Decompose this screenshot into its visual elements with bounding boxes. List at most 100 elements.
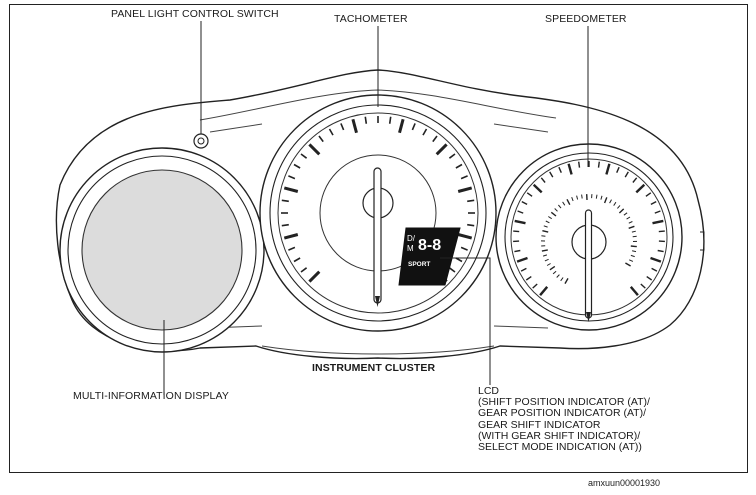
gauge-tick — [548, 216, 552, 220]
label-lcd-line: GEAR POSITION INDICATOR (AT)/ — [478, 407, 647, 420]
gauge-tick — [532, 183, 543, 194]
multi-information-display-screen — [81, 169, 243, 331]
gauge-tick — [448, 153, 456, 159]
gauge-tick — [552, 270, 557, 275]
label-lcd-line: GEAR SHIFT INDICATOR — [478, 418, 601, 431]
gauge-tick — [422, 128, 428, 136]
gauge-tick — [564, 278, 569, 284]
gauge-tick — [549, 265, 556, 271]
gauge-tick — [603, 197, 608, 204]
gauge-tick — [455, 257, 463, 263]
gauge-tick — [628, 221, 633, 224]
speedometer-needle-tip — [586, 312, 591, 322]
gauge-tick — [632, 177, 638, 183]
gauge-tick — [455, 163, 463, 169]
gauge-tick — [288, 175, 296, 180]
gauge-tick — [628, 225, 635, 229]
gauge-tick — [560, 277, 564, 282]
gauge-tick — [539, 286, 549, 296]
gauge-tick — [460, 175, 468, 180]
gauge-tick — [613, 201, 617, 206]
gauge-tick — [525, 276, 532, 281]
gauge-tick — [521, 200, 528, 206]
gauge-tick — [288, 246, 296, 251]
gauge-tick — [609, 199, 612, 204]
gauge-tick — [629, 286, 639, 296]
gauge-tick — [546, 263, 551, 266]
gauge-tick — [532, 283, 538, 289]
figure-border — [9, 4, 748, 473]
gauge-tick — [624, 171, 629, 178]
gauge-tick — [640, 283, 646, 289]
gauge-tick — [520, 267, 527, 272]
gauge-tick — [652, 219, 664, 225]
gauge-tick — [542, 254, 548, 257]
lcd-digits: 8-8 — [418, 237, 441, 254]
gauge-tick — [618, 208, 625, 214]
tachometer-needle — [373, 167, 382, 304]
lcd-mode-top: D/ — [407, 234, 416, 243]
gauge-tick — [567, 163, 573, 175]
shroud-trim-right — [493, 123, 549, 133]
gauge-tick — [457, 186, 473, 193]
gauge-tick — [544, 258, 549, 262]
lcd-mode-bottom: M — [407, 244, 414, 253]
lcd-sport-text: SPORT — [408, 261, 430, 268]
label-lcd-line: (SHIFT POSITION INDICATOR (AT)/ — [478, 396, 650, 409]
gauge-tick — [293, 163, 301, 169]
gauge-tick — [543, 225, 548, 228]
lcd-panel — [398, 227, 461, 286]
gauge-tick — [351, 118, 358, 134]
gauge-tick — [556, 274, 560, 278]
gauge-tick — [631, 250, 637, 253]
gauge-tick — [467, 199, 475, 203]
gauge-tick — [308, 270, 321, 283]
gauge-tick — [549, 171, 554, 178]
gauge-tick — [460, 246, 468, 251]
gauge-tick — [562, 201, 566, 206]
gauge-tick — [625, 262, 631, 267]
label-lcd-line: LCD — [478, 385, 500, 397]
gauge-tick — [432, 135, 438, 143]
gauge-tick — [595, 194, 598, 199]
gauge-tick — [600, 195, 603, 200]
gauge-tick — [597, 161, 600, 168]
gauge-tick — [448, 267, 456, 273]
gauge-tick — [650, 256, 662, 263]
gauge-tick — [308, 143, 321, 156]
label-speedometer: SPEEDOMETER — [545, 13, 627, 25]
gauge-tick — [364, 116, 368, 124]
gauge-tick — [545, 220, 550, 224]
gauge-tick — [650, 200, 657, 206]
gauge-tick — [558, 166, 562, 173]
gauge-tick — [517, 210, 524, 214]
gauge-tick — [514, 249, 521, 253]
image-code: amxuun00001930 — [587, 478, 660, 488]
gauge-tick — [411, 123, 416, 131]
gauge-tick — [281, 223, 289, 227]
gauge-tick — [605, 163, 611, 175]
label-instrument-cluster: INSTRUMENT CLUSTER — [312, 362, 436, 374]
speedometer-ticks — [513, 161, 665, 296]
gauge-tick — [293, 257, 301, 263]
gauge-tick — [635, 183, 646, 194]
gauge-tick — [283, 233, 299, 240]
gauge-tick — [554, 208, 558, 212]
gauge-tick — [623, 212, 628, 216]
gauge-tick — [629, 259, 634, 262]
gauge-tick — [542, 230, 549, 233]
label-lcd-block: LCD (SHIFT POSITION INDICATOR (AT)/ GEAR… — [478, 385, 650, 453]
gauge-tick — [435, 143, 448, 156]
panel-light-control-switch-knob-center — [197, 137, 205, 145]
leader-lcd — [440, 257, 491, 385]
gauge-tick — [514, 219, 526, 225]
gauge-tick — [467, 223, 475, 227]
gauge-tick — [631, 230, 636, 233]
gauge-tick — [571, 197, 574, 202]
gauge-tick — [300, 267, 308, 273]
bottom-edge — [261, 345, 495, 355]
gauge-tick — [318, 135, 324, 143]
gauge-tick — [388, 116, 392, 124]
gauge-tick — [626, 216, 631, 220]
